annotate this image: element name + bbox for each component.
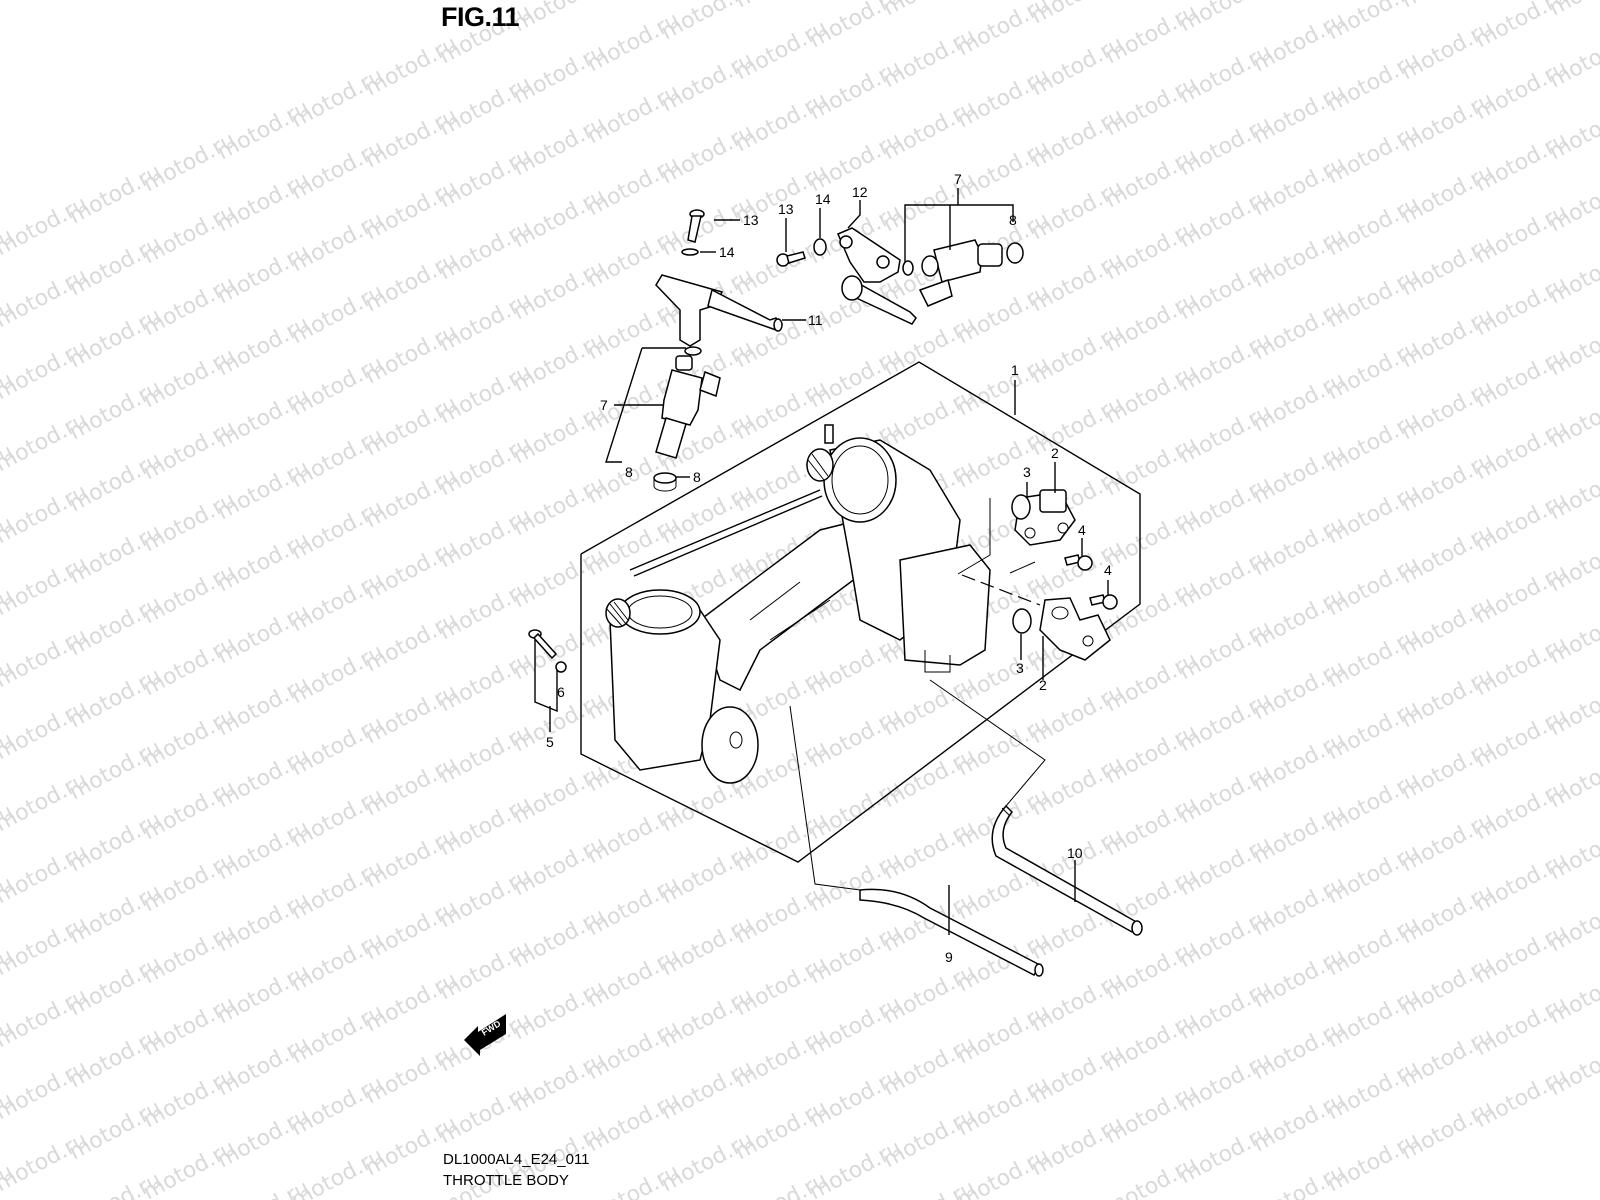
injector-seal-right[interactable] bbox=[1006, 242, 1024, 264]
washer-6[interactable] bbox=[555, 661, 567, 673]
assembly-outline bbox=[580, 361, 1141, 863]
screw-5[interactable] bbox=[528, 629, 558, 660]
hose-10[interactable] bbox=[991, 804, 1143, 936]
fuel-injector-right[interactable] bbox=[918, 239, 1003, 307]
fuel-injector-left[interactable] bbox=[655, 355, 721, 459]
callout-2-upper[interactable]: 2 bbox=[1051, 445, 1059, 461]
o-ring-lower[interactable] bbox=[1012, 608, 1032, 634]
callout-7-top[interactable]: 7 bbox=[954, 171, 962, 187]
callout-10[interactable]: 10 bbox=[1067, 845, 1083, 861]
callout-7-left[interactable]: 7 bbox=[600, 397, 608, 413]
callout-4-lower[interactable]: 4 bbox=[1104, 562, 1112, 578]
model-code: DL1000AL4_E24_011 bbox=[443, 1151, 590, 1168]
callout-12[interactable]: 12 bbox=[852, 184, 868, 200]
bolt-13-right[interactable] bbox=[776, 251, 806, 267]
screw-lower[interactable] bbox=[1089, 594, 1118, 610]
callout-6[interactable]: 6 bbox=[557, 684, 565, 700]
o-ring-left[interactable] bbox=[684, 346, 702, 356]
callout-4-upper[interactable]: 4 bbox=[1078, 522, 1086, 538]
bolt-13-left[interactable] bbox=[687, 209, 705, 243]
callout-3-lower[interactable]: 3 bbox=[1016, 660, 1024, 676]
callout-1[interactable]: 1 bbox=[1011, 362, 1019, 378]
hose-9[interactable] bbox=[859, 888, 1044, 977]
washer-14-right[interactable] bbox=[813, 238, 827, 256]
callout-8-top[interactable]: 8 bbox=[1009, 212, 1017, 228]
callout-13-right[interactable]: 13 bbox=[778, 201, 794, 217]
callout-2-lower[interactable]: 2 bbox=[1039, 677, 1047, 693]
callout-3-upper[interactable]: 3 bbox=[1023, 464, 1031, 480]
callout-14-left[interactable]: 14 bbox=[719, 244, 735, 260]
callout-9[interactable]: 9 bbox=[945, 949, 953, 965]
callout-8-left-a[interactable]: 8 bbox=[625, 464, 633, 480]
assembly-guide-lines bbox=[789, 498, 1046, 891]
throttle-body[interactable] bbox=[605, 424, 991, 784]
callout-13-left[interactable]: 13 bbox=[743, 212, 759, 228]
callout-numbers: 1 2 2 3 3 4 4 5 6 7 7 8 8 8 9 10 11 12 1… bbox=[546, 171, 1112, 965]
callout-14-right[interactable]: 14 bbox=[815, 191, 831, 207]
callout-11[interactable]: 11 bbox=[808, 312, 823, 328]
fuel-delivery-pipe-left[interactable] bbox=[655, 274, 784, 347]
figure-title: FIG.11 bbox=[441, 2, 520, 32]
callout-8-left-b[interactable]: 8 bbox=[693, 469, 701, 485]
o-ring-upper[interactable] bbox=[1011, 494, 1031, 520]
arrow-left-icon bbox=[464, 1014, 506, 1056]
callout-5[interactable]: 5 bbox=[546, 734, 554, 750]
fwd-direction-marker: FWD bbox=[464, 1014, 506, 1056]
section-name: THROTTLE BODY bbox=[443, 1172, 569, 1189]
washer-14-left[interactable] bbox=[681, 248, 699, 256]
injector-seal-left[interactable] bbox=[653, 472, 677, 492]
fuel-delivery-pipe-right[interactable] bbox=[837, 227, 917, 325]
o-ring-right[interactable] bbox=[902, 260, 914, 276]
throttle-position-sensor-lower[interactable] bbox=[1039, 597, 1111, 661]
leader-lines bbox=[534, 188, 1109, 935]
screw-upper[interactable] bbox=[1064, 554, 1093, 571]
